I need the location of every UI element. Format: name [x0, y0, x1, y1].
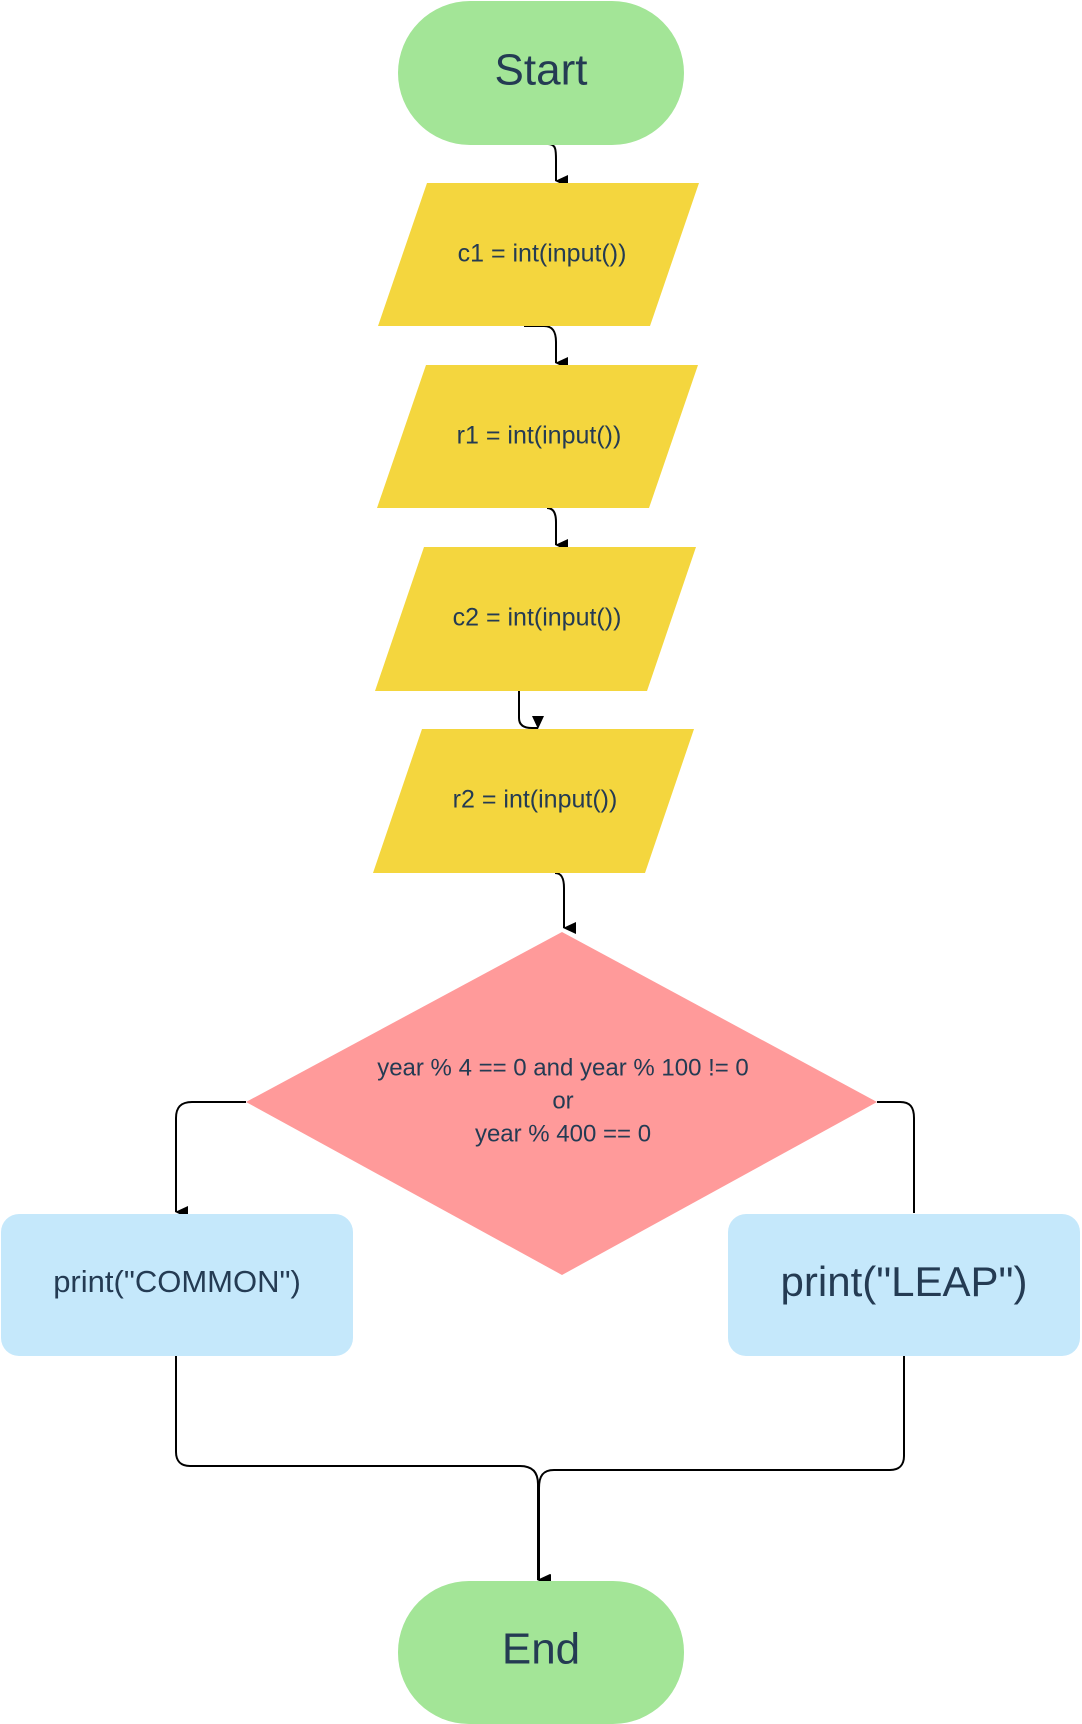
end-shape — [398, 1581, 684, 1724]
decision-node: year % 4 == 0 and year % 100 != 0 or yea… — [246, 932, 877, 1275]
start-node: Start — [398, 1, 684, 145]
start-label: Start — [495, 46, 588, 95]
connector-r1-to-c2 — [546, 507, 568, 551]
input-c1-node: c1 = int(input()) — [378, 183, 699, 326]
decision-condition-line-1: year % 4 == 0 and year % 100 != 0 — [377, 1054, 749, 1081]
input-c2-shape — [375, 547, 696, 691]
connector-decision-to-leap — [877, 1101, 915, 1213]
end-node: End — [398, 1581, 684, 1724]
start-shape — [398, 1, 684, 145]
decision-shape — [246, 932, 877, 1275]
input-c2-label: c2 = int(input()) — [453, 604, 622, 632]
input-r1-shape — [377, 365, 698, 508]
input-r1-label: r1 = int(input()) — [457, 422, 622, 450]
connector-c2-to-r2 — [518, 691, 544, 729]
connector-r2-to-decision — [554, 872, 576, 934]
end-label: End — [502, 1625, 580, 1674]
print-leap-node: print("LEAP") — [728, 1214, 1080, 1356]
connector-c1-to-r1 — [524, 325, 568, 369]
print-leap-label: print("LEAP") — [781, 1258, 1028, 1305]
input-c1-shape — [378, 183, 699, 326]
print-common-label: print("COMMON") — [53, 1264, 301, 1299]
input-r2-shape — [373, 729, 694, 873]
input-r2-node: r2 = int(input()) — [373, 729, 694, 873]
connector-start-to-c1 — [547, 143, 568, 187]
connector-decision-to-common — [175, 1101, 246, 1218]
connector-common-to-end — [175, 1356, 550, 1586]
print-leap-shape — [728, 1214, 1080, 1356]
decision-condition-line-2: or — [552, 1087, 573, 1114]
input-c2-node: c2 = int(input()) — [375, 547, 696, 691]
print-common-node: print("COMMON") — [1, 1214, 353, 1356]
input-c1-label: c1 = int(input()) — [458, 240, 627, 268]
input-r1-node: r1 = int(input()) — [377, 365, 698, 508]
connector-leap-to-end — [538, 1356, 905, 1586]
decision-condition-line-3: year % 400 == 0 — [475, 1120, 651, 1147]
input-r2-label: r2 = int(input()) — [453, 786, 618, 814]
connectors — [175, 143, 915, 1586]
print-common-shape — [1, 1214, 353, 1356]
